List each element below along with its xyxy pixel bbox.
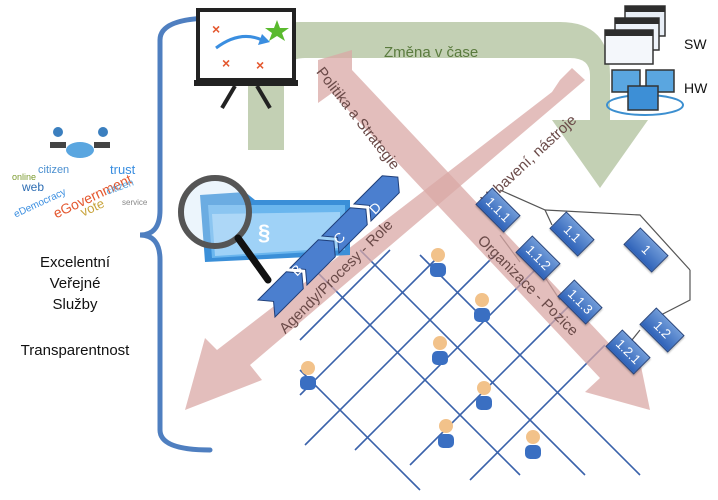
word-cloud: citizen web eGovernment vote trust citiz… bbox=[10, 158, 155, 233]
software-windows-icon bbox=[604, 5, 666, 65]
strategy-board-icon: × × × bbox=[194, 8, 298, 110]
word-cloud-word: online bbox=[12, 172, 37, 182]
hardware-monitors-icon bbox=[606, 69, 684, 116]
svg-text:×: × bbox=[222, 55, 230, 71]
left-text-line: Služby bbox=[52, 296, 98, 313]
person-icon bbox=[432, 336, 448, 365]
word-cloud-word: trust bbox=[110, 162, 136, 177]
person-icon bbox=[430, 248, 446, 277]
word-cloud-word: web bbox=[22, 180, 45, 194]
word-cloud-word: service bbox=[122, 198, 148, 207]
hw-label: HW bbox=[684, 80, 708, 96]
magnifier-icon bbox=[178, 175, 272, 284]
chevron-a bbox=[256, 271, 304, 319]
sw-label: SW bbox=[684, 36, 707, 52]
red-arrow-down-right bbox=[318, 50, 650, 410]
change-over-time-label: Změna v čase bbox=[384, 44, 479, 61]
person-icon bbox=[525, 430, 541, 459]
chevron-b bbox=[288, 239, 336, 287]
person-icon bbox=[438, 419, 454, 448]
egovernment-cloud-icon bbox=[50, 127, 110, 158]
word-cloud-word: citizen bbox=[38, 164, 70, 176]
person-icon bbox=[474, 293, 490, 322]
person-icons bbox=[300, 248, 541, 459]
left-text-line: Veřejné bbox=[49, 275, 101, 292]
svg-text:§: § bbox=[258, 220, 270, 245]
chevron-c bbox=[320, 207, 368, 255]
person-icon bbox=[300, 361, 316, 390]
left-bracket bbox=[139, 15, 218, 453]
person-icon bbox=[476, 381, 492, 410]
svg-text:×: × bbox=[256, 57, 264, 73]
chevron-d bbox=[352, 175, 400, 223]
excellent-services-label: Excelentní Veřejné Služby bbox=[0, 252, 150, 315]
svg-text:×: × bbox=[212, 21, 220, 37]
red-arrow-up-left bbox=[185, 68, 585, 410]
left-text-line: Excelentní bbox=[39, 254, 111, 271]
transparency-label: Transparentnost bbox=[20, 342, 130, 359]
